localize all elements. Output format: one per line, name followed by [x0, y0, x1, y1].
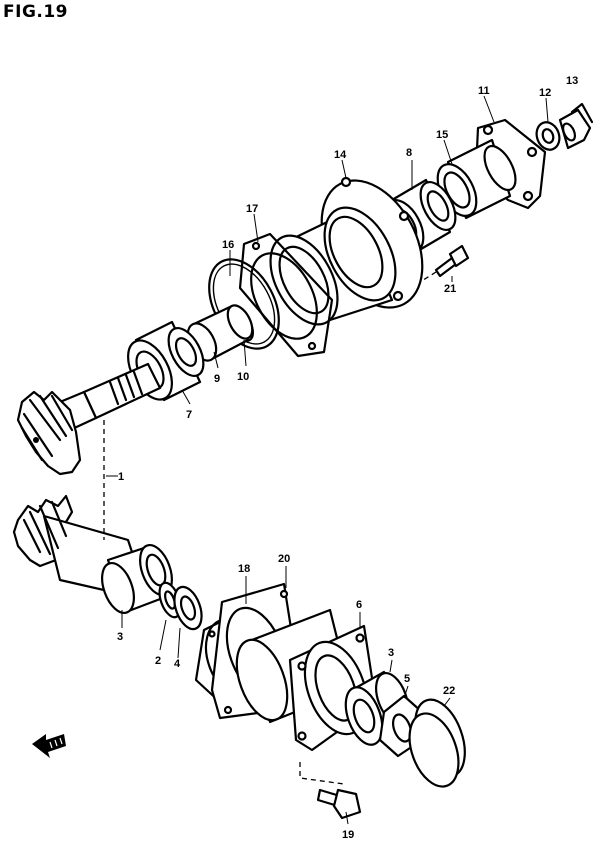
label-part-18: 18 — [238, 563, 250, 575]
leader-lines — [106, 95, 575, 825]
part-3-bearing — [344, 670, 409, 746]
part-21-bolt — [434, 244, 470, 278]
label-part-7: 7 — [186, 409, 192, 421]
label-part-1: 1 — [118, 471, 124, 483]
front-arrow-icon — [32, 734, 66, 758]
label-part-17: 17 — [246, 203, 258, 215]
figure-title: FIG.19 — [3, 2, 69, 22]
part-9-collar — [186, 304, 254, 362]
label-part-21: 21 — [444, 283, 456, 295]
label-part-19: 19 — [342, 829, 354, 841]
part-labels: 1 2 3 3 4 5 6 7 8 9 10 11 12 13 14 15 16… — [117, 75, 578, 841]
label-part-14: 14 — [334, 149, 347, 161]
label-part-20: 20 — [278, 553, 290, 565]
label-part-15: 15 — [436, 129, 448, 141]
label-part-3-right: 3 — [388, 647, 394, 659]
label-part-16: 16 — [222, 239, 234, 251]
label-part-2: 2 — [155, 655, 161, 667]
part-4-shim — [173, 585, 203, 631]
part-1-drive-pinion — [16, 362, 162, 476]
label-part-13: 13 — [566, 75, 578, 87]
label-part-12: 12 — [539, 87, 551, 99]
label-part-5: 5 — [404, 673, 410, 685]
part-12-washer — [535, 121, 561, 151]
label-part-8: 8 — [406, 147, 412, 159]
label-part-4: 4 — [174, 658, 181, 670]
label-part-10: 10 — [237, 371, 249, 383]
label-part-6: 6 — [356, 599, 362, 611]
alignment-lines — [103, 271, 437, 785]
part-13-nut — [558, 102, 594, 150]
label-part-22: 22 — [443, 685, 455, 697]
label-part-9: 9 — [214, 373, 220, 385]
part-14-housing — [269, 176, 424, 326]
part-19-bolt — [316, 788, 362, 820]
label-part-11: 11 — [478, 85, 490, 97]
part-17-gasket — [238, 232, 334, 358]
part-22-cap — [408, 698, 466, 788]
label-part-3-left: 3 — [117, 631, 123, 643]
